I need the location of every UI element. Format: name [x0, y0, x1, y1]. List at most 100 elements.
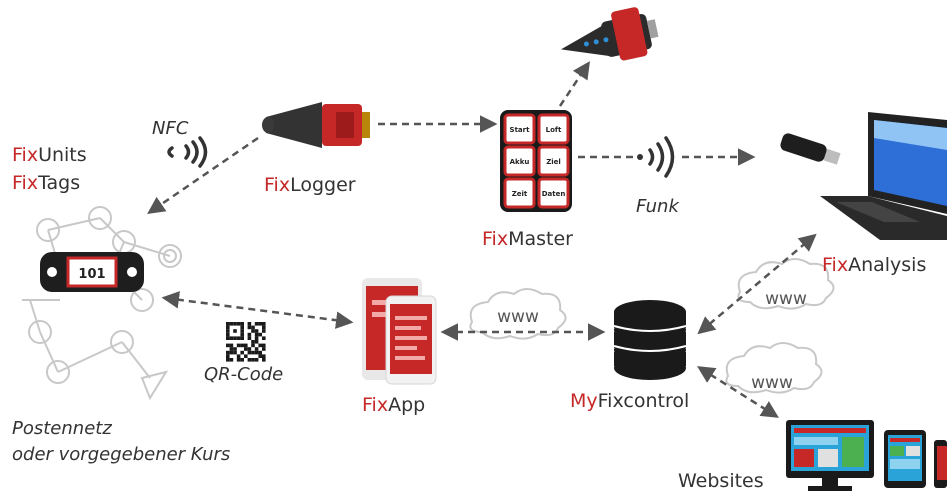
fixapp-prefix: Fix [362, 394, 389, 416]
fixanalysis-suffix: Analysis [848, 254, 927, 276]
qr-code-cell [258, 350, 262, 355]
database-icon [613, 300, 687, 380]
fixmaster-button-3 [537, 145, 570, 177]
qr-code-cell [226, 336, 230, 340]
fixmaster-prefix: Fix [482, 228, 509, 250]
fixlogger-prefix: Fix [264, 174, 291, 196]
fixapp-suffix: App [388, 394, 426, 416]
nfc-waves-icon [167, 136, 208, 168]
postennetz-line2: oder vorgegebener Kurs [12, 444, 231, 465]
fixlogger-device [262, 102, 370, 148]
fixmaster-label: FixMaster [482, 228, 573, 250]
qr-code-cell [262, 336, 266, 340]
fixtags-suffix: Tags [38, 172, 81, 194]
fixmaster-button-label-0: Start [510, 126, 531, 134]
qr-code-cell [226, 332, 230, 337]
arrow-logger-to-tags [147, 136, 259, 214]
qr-code-cell [247, 347, 252, 351]
qr-code-cell [254, 340, 259, 344]
fixmaster-button-4 [503, 177, 536, 209]
fixlogger-suffix: Logger [290, 174, 356, 196]
cloud-www-2-label: www [765, 289, 807, 309]
fixmaster-button-label-3: Ziel [546, 158, 561, 166]
usb-stick-icon [780, 133, 841, 165]
fixmaster-button-label-4: Zeit [512, 190, 528, 198]
arrow-master-to-dongle [558, 61, 590, 107]
qr-code-cell [262, 358, 266, 362]
qr-code-cell [226, 354, 230, 358]
myfixcontrol-label: MyFixcontrol [570, 390, 689, 412]
fixunits-suffix: Units [38, 144, 87, 166]
qr-code-cell [247, 350, 252, 355]
qr-code-label: QR-Code [204, 364, 284, 385]
qr-code-cell [229, 358, 234, 362]
qr-code-cell [258, 354, 262, 358]
qr-code-cell [251, 350, 255, 355]
qr-code-cell [254, 350, 259, 355]
qr-code-cell [254, 322, 259, 326]
qr-code-cell [240, 329, 244, 333]
qr-code-cell [240, 332, 244, 337]
qr-code-cell [251, 340, 255, 344]
nfc-label: NFC [152, 118, 189, 139]
qr-code-cell [233, 350, 237, 355]
qr-code-cell [262, 343, 266, 348]
fixmaster-button-label-1: Loft [546, 126, 562, 134]
qr-code-cell [236, 322, 241, 326]
qr-code-cell [247, 358, 252, 362]
qr-code-cell [262, 354, 266, 358]
dongle-device [560, 7, 659, 61]
qr-code-cell [233, 329, 237, 333]
arrow-course-app [161, 291, 354, 329]
fixmaster-button-5 [537, 177, 570, 209]
qr-code-cell [240, 336, 244, 340]
qr-code-cell [262, 329, 266, 333]
qr-code-cell [226, 329, 230, 333]
cloud-www-3: www [725, 342, 823, 394]
qr-code-cell [233, 336, 237, 340]
qr-code-cell [233, 322, 237, 326]
fixtags-label: FixTags [12, 172, 80, 194]
qr-code-cell [244, 354, 248, 358]
qr-code-cell [254, 347, 259, 351]
qr-code-cell [258, 343, 262, 348]
qr-code-cell [226, 325, 230, 330]
fixtag-device: 101 [40, 252, 144, 292]
qr-code-cell [226, 343, 230, 348]
fixunits-label: FixUnits [12, 144, 87, 166]
qr-code-cell [251, 358, 255, 362]
qr-code-cell [240, 325, 244, 330]
qr-code-cell [240, 322, 244, 326]
qr-code-cell [236, 343, 241, 348]
qr-code-cell [254, 332, 259, 337]
qr-code-cell [247, 332, 252, 337]
qr-code-cell [240, 350, 244, 355]
fixlogger-label: FixLogger [264, 174, 356, 196]
qr-code-cell [262, 325, 266, 330]
qr-code-cell [254, 329, 259, 333]
qr-code-cell [229, 336, 234, 340]
cloud-www-3-label: www [751, 373, 793, 393]
qr-code-cell [240, 343, 244, 348]
arrow-control-analysis [697, 233, 817, 335]
fixtag-hole-left [47, 267, 57, 277]
fixanalysis-label: FixAnalysis [822, 254, 926, 276]
websites-label: Websites [678, 470, 764, 492]
laptop-icon [820, 112, 947, 240]
qr-code-cell [236, 358, 241, 362]
postennetz-line1: Postennetz [12, 418, 112, 439]
qr-code-cell [236, 354, 241, 358]
qr-code-cell [247, 336, 252, 340]
phone-icon [934, 440, 947, 488]
fixmaster-button-label-2: Akku [510, 158, 530, 166]
qr-code-cell [247, 325, 252, 330]
course-network [22, 206, 182, 401]
fixtag-number: 101 [78, 267, 105, 282]
myfixcontrol-suffix: Fixcontrol [597, 390, 690, 412]
fixmaster-button-1 [537, 113, 570, 145]
smartphone-icon [362, 278, 437, 385]
